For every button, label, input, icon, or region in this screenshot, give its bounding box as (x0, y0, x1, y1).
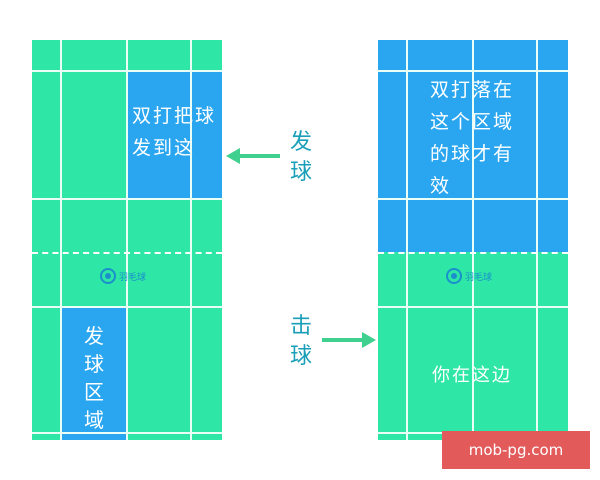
court-line (126, 40, 128, 440)
logo: 羽毛球 (446, 268, 492, 284)
doubles-landing-zone-text: 双打落在 这个区域 的球才有 效 (430, 79, 515, 197)
doubles-serve-zone-text: 双打把球 发到这 (132, 105, 217, 159)
arrow-right-icon (322, 332, 376, 348)
logo-text: 羽毛球 (119, 272, 147, 283)
logo-icon (446, 268, 462, 284)
court-line (472, 40, 474, 440)
watermark: mob-pg.com (442, 431, 590, 469)
net-line (378, 252, 568, 254)
logo: 羽毛球 (100, 268, 146, 284)
arrow-left-icon (226, 148, 280, 164)
logo-text: 羽毛球 (465, 272, 493, 283)
court-line (406, 40, 408, 440)
serve-area-text: 发 球 区 域 (84, 324, 106, 432)
court-line (190, 40, 192, 440)
court-line (536, 40, 538, 440)
left-court: 双打把球 发到这 发 球 区 域 羽毛球 (32, 40, 222, 440)
serve-label: 发 球 (289, 130, 312, 185)
doubles-serve-zone (128, 72, 222, 198)
right-court: 双打落在 这个区域 的球才有 效 你在这边 羽毛球 (378, 40, 568, 440)
you-here-text: 你在这边 (432, 365, 512, 386)
serve-area-zone (62, 306, 126, 440)
logo-icon (100, 268, 116, 284)
net-line (32, 252, 222, 254)
hit-label: 击 球 (289, 314, 312, 369)
court-line (60, 40, 62, 440)
